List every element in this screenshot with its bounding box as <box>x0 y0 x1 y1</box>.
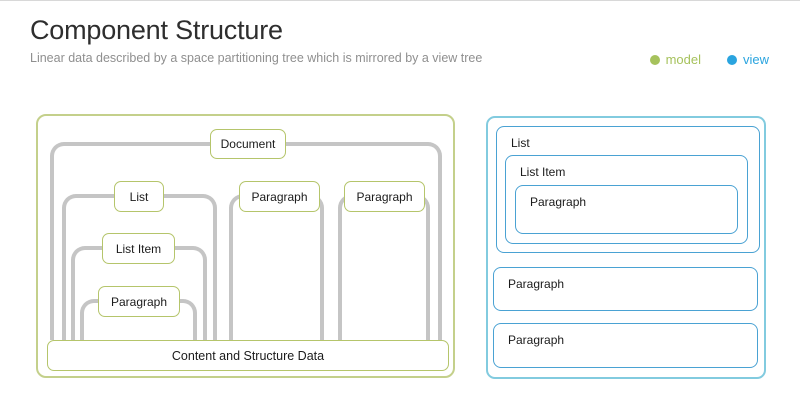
view-node-bottom-paragraph-label: Paragraph <box>508 333 565 347</box>
model-node-right-paragraph: Paragraph <box>344 181 425 212</box>
model-dot-icon <box>649 54 660 65</box>
model-node-nested-paragraph: Paragraph <box>98 286 180 317</box>
model-panel: Document List Paragraph Paragraph List I… <box>36 114 455 378</box>
view-node-nested-paragraph-label: Paragraph <box>530 195 587 209</box>
legend-item-model: model <box>649 52 701 67</box>
middle-paragraph-tree-connector <box>229 194 324 340</box>
model-node-list-item: List Item <box>102 233 175 264</box>
model-node-list: List <box>114 181 164 212</box>
view-node-list-label: List <box>511 136 530 150</box>
page-subtitle: Linear data described by a space partiti… <box>30 51 483 65</box>
legend: model view <box>649 52 769 67</box>
view-dot-icon <box>726 54 737 65</box>
legend-item-view: view <box>726 52 769 67</box>
model-node-document: Document <box>210 129 286 159</box>
right-paragraph-tree-connector <box>338 194 430 340</box>
model-node-middle-paragraph: Paragraph <box>239 181 320 212</box>
view-node-middle-paragraph-label: Paragraph <box>508 277 565 291</box>
legend-view-label: view <box>742 52 769 67</box>
view-node-list-item-label: List Item <box>520 165 566 179</box>
page-title: Component Structure <box>30 15 283 45</box>
view-node-middle-paragraph: Paragraph <box>493 267 758 311</box>
legend-model-label: model <box>665 52 701 67</box>
view-node-bottom-paragraph: Paragraph <box>493 323 758 368</box>
model-content-store: Content and Structure Data <box>47 340 449 371</box>
view-node-nested-paragraph: Paragraph <box>515 185 738 234</box>
view-panel: List List Item Paragraph Paragraph Parag… <box>486 116 766 379</box>
